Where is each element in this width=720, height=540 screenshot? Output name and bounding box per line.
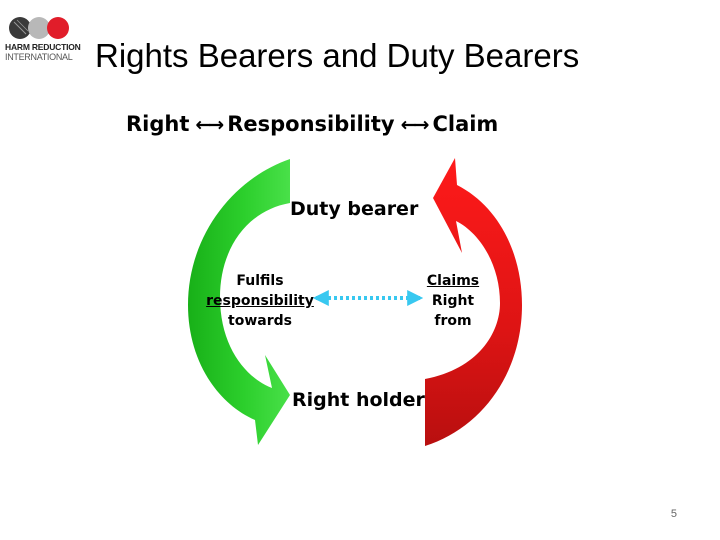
green-cycle-arrow (188, 159, 290, 445)
relation-claim: Claim (432, 112, 499, 136)
red-cycle-arrow (425, 158, 522, 446)
relation-responsibility: Responsibility (227, 112, 395, 136)
relation-right: Right (126, 112, 190, 136)
relation-line: Right←→Responsibility←→Claim (126, 112, 498, 136)
logo-line-2: INTERNATIONAL (5, 52, 73, 62)
fulfils-line-3: towards (228, 313, 292, 329)
slide-title: Rights Bearers and Duty Bearers (95, 37, 580, 74)
right-holder-label: Right holder (292, 389, 425, 411)
page-number: 5 (670, 508, 677, 520)
double-arrow-icon: ←→ (400, 114, 430, 136)
double-arrow-icon: ←→ (195, 114, 224, 136)
fulfils-line-1: Fulfils (236, 273, 284, 289)
claims-line-1: Claims (426, 273, 480, 289)
logo-line-1: HARM REDUCTION (5, 42, 81, 52)
claims-right-label: Claims Right from (418, 271, 488, 331)
harm-reduction-international-logo: HARM REDUCTION INTERNATIONAL (5, 12, 100, 64)
logo-circles-icon (9, 17, 69, 39)
fulfils-line-2: responsibility (206, 293, 314, 309)
cycle-diagram (188, 158, 522, 446)
claims-line-2: Right (431, 293, 475, 309)
claims-line-3: from (434, 313, 472, 329)
duty-bearer-label: Duty bearer (290, 198, 419, 220)
fulfils-responsibility-label: Fulfils responsibility towards (200, 271, 320, 331)
